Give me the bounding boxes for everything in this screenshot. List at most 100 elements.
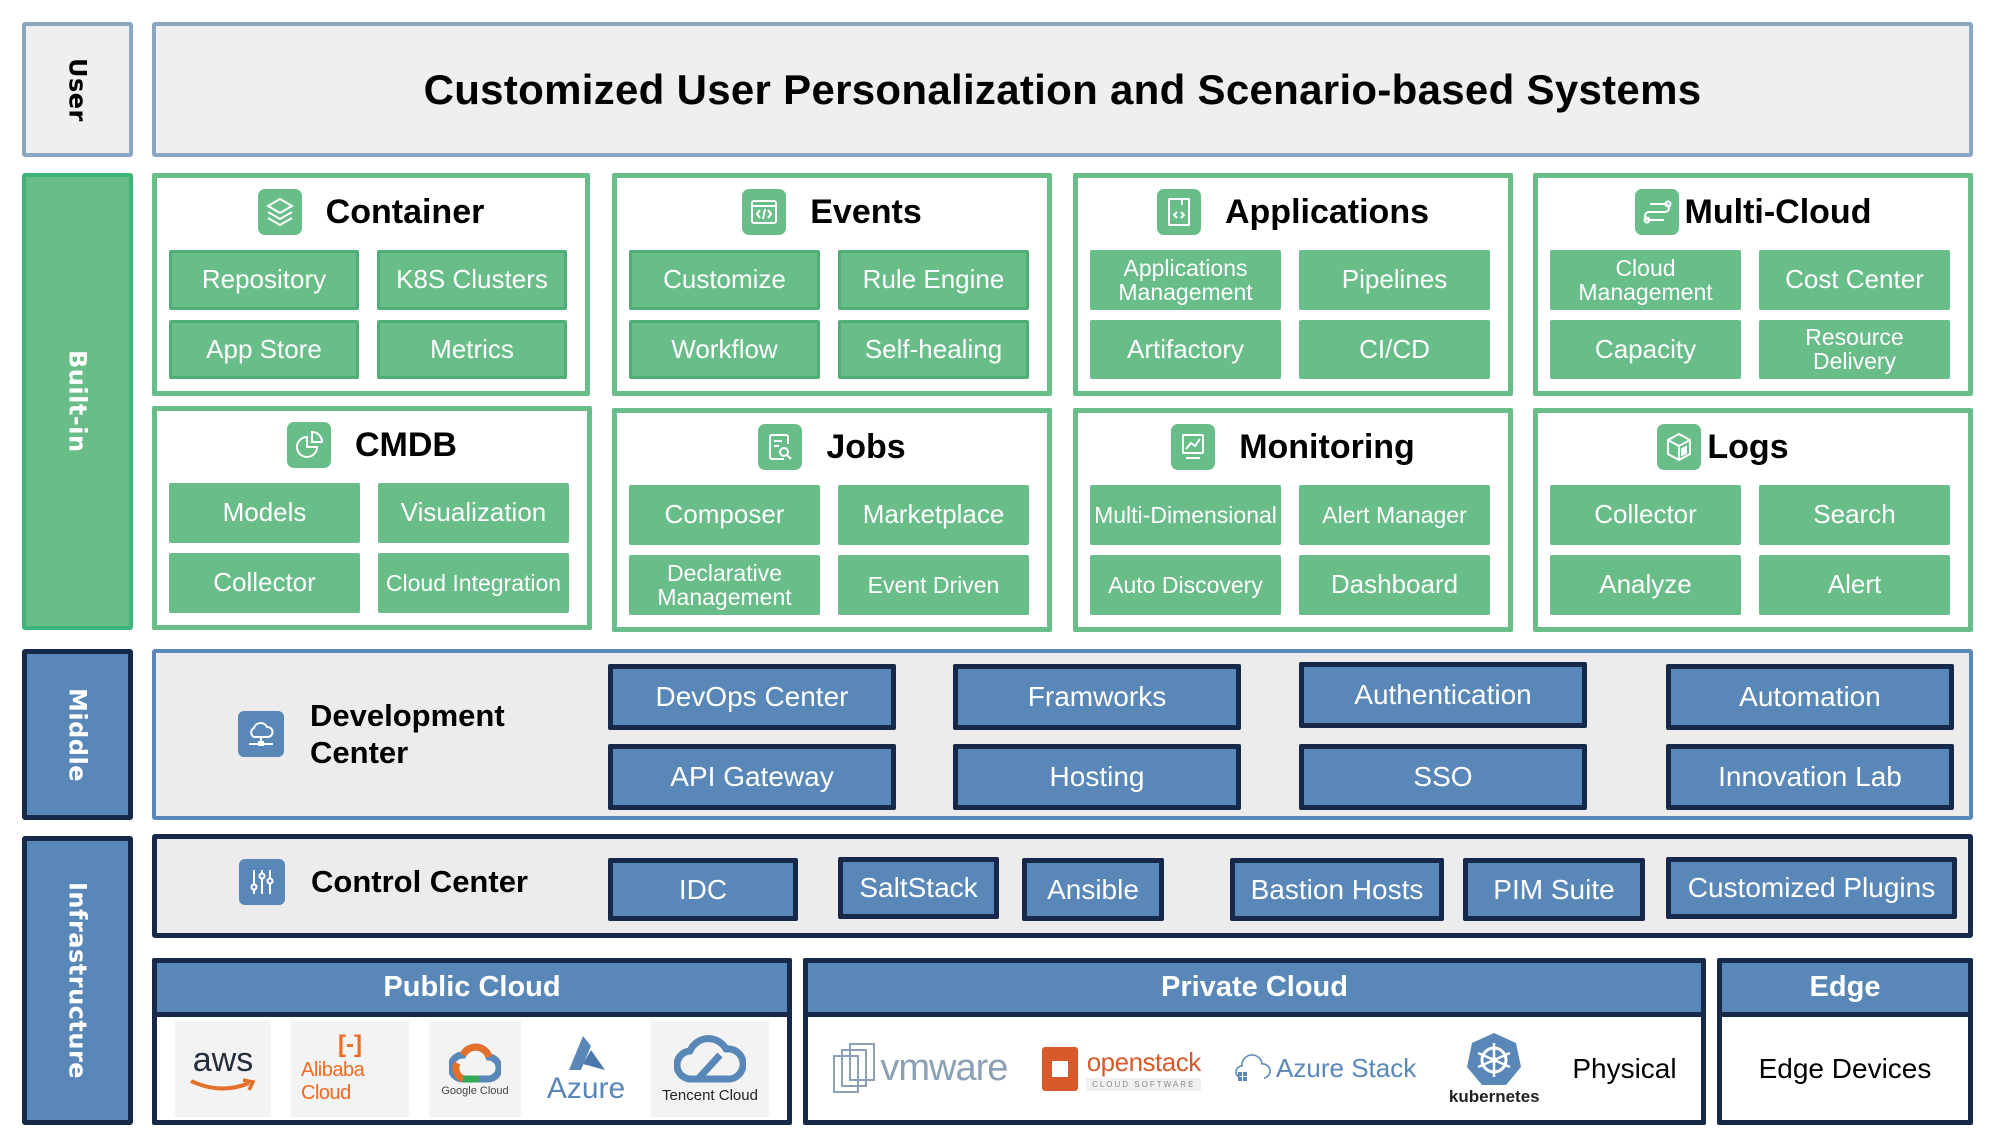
- module-item[interactable]: Cloud Integration: [378, 553, 569, 613]
- module-item[interactable]: Event Driven: [838, 555, 1029, 615]
- control-item-saltstack[interactable]: SaltStack: [838, 857, 999, 919]
- module-item[interactable]: Metrics: [377, 319, 567, 379]
- module-item[interactable]: Analyze: [1550, 555, 1741, 615]
- edge-body: Edge Devices: [1722, 1017, 1968, 1120]
- vmware-text: vmware: [880, 1047, 1008, 1089]
- control-item-ansible[interactable]: Ansible: [1022, 858, 1164, 921]
- module-items: Cloud Management Cost Center Capacity Re…: [1550, 250, 1950, 379]
- control-item-customized-plugins[interactable]: Customized Plugins: [1666, 857, 1957, 919]
- module-header: Logs: [1478, 421, 1968, 473]
- dev-item-hosting[interactable]: Hosting: [953, 744, 1241, 810]
- module-container: Container Repository K8S Clusters App St…: [152, 173, 590, 396]
- module-item[interactable]: Alert Manager: [1299, 485, 1490, 545]
- layer-label-user: User: [22, 22, 133, 157]
- tencent-cloud-icon: [674, 1035, 746, 1083]
- diagram-title: Customized User Personalization and Scen…: [423, 65, 1702, 113]
- module-items: Applications Management Pipelines Artifa…: [1090, 250, 1490, 379]
- module-title: CMDB: [355, 425, 457, 464]
- module-item[interactable]: K8S Clusters: [377, 250, 567, 310]
- google-cloud-text: Google Cloud: [441, 1084, 509, 1097]
- dev-item-api-gateway[interactable]: API Gateway: [608, 744, 896, 810]
- alibaba-cloud-text: Alibaba Cloud: [301, 1058, 365, 1104]
- module-item[interactable]: Dashboard: [1299, 555, 1490, 615]
- module-item[interactable]: CI/CD: [1299, 319, 1490, 379]
- module-title: Events: [810, 192, 922, 231]
- control-item-pim-suite[interactable]: PIM Suite: [1463, 858, 1645, 921]
- module-title: Applications: [1224, 192, 1430, 231]
- module-item[interactable]: Self-healing: [838, 319, 1029, 379]
- sliders-icon: [239, 859, 285, 905]
- dev-item-automation[interactable]: Automation: [1666, 664, 1954, 730]
- module-item[interactable]: Pipelines: [1299, 250, 1490, 310]
- development-center-title-line1: Development: [310, 698, 505, 733]
- private-cloud-header: Private Cloud: [808, 963, 1701, 1017]
- public-cloud-header: Public Cloud: [157, 963, 787, 1017]
- module-item[interactable]: Capacity: [1550, 319, 1741, 379]
- development-center-title: Development Center: [310, 697, 505, 771]
- module-item[interactable]: App Store: [169, 319, 359, 379]
- private-cloud-logos: vmware openstack CLOUD SOFTWARE Azure St…: [808, 1017, 1701, 1120]
- module-item[interactable]: Artifactory: [1090, 319, 1281, 379]
- control-item-idc[interactable]: IDC: [608, 858, 798, 921]
- module-item[interactable]: Models: [169, 483, 360, 543]
- route-icon: [1634, 189, 1679, 235]
- alibaba-cloud-logo: [‑] Alibaba Cloud: [291, 1020, 409, 1117]
- openstack-subtitle: CLOUD SOFTWARE: [1086, 1077, 1202, 1091]
- azure-stack-logo: Azure Stack: [1234, 1053, 1416, 1084]
- module-monitoring: Monitoring Multi-Dimensional Alert Manag…: [1073, 408, 1513, 632]
- azure-logo: Azure: [541, 1034, 631, 1104]
- development-center-title-line2: Center: [310, 735, 409, 771]
- module-item[interactable]: Resource Delivery: [1759, 319, 1950, 379]
- module-item[interactable]: Cloud Management: [1550, 250, 1741, 310]
- dev-item-devops-center[interactable]: DevOps Center: [608, 664, 896, 730]
- module-title: Container: [325, 192, 485, 231]
- development-center-header: Development Center: [238, 697, 505, 771]
- module-header: Applications: [1078, 186, 1508, 238]
- module-item[interactable]: Collector: [1550, 485, 1741, 545]
- dev-item-frameworks[interactable]: Framworks: [953, 664, 1241, 730]
- module-item[interactable]: Cost Center: [1759, 250, 1950, 310]
- azure-stack-text: Azure Stack: [1276, 1053, 1417, 1083]
- dev-item-sso[interactable]: SSO: [1299, 744, 1587, 810]
- control-center-title: Control Center: [311, 864, 528, 900]
- module-events: Events Customize Rule Engine Workflow Se…: [612, 173, 1052, 396]
- module-header: Events: [617, 186, 1047, 238]
- control-item-bastion-hosts[interactable]: Bastion Hosts: [1230, 858, 1444, 921]
- edge-header: Edge: [1722, 963, 1968, 1017]
- module-item[interactable]: Multi-Dimensional: [1090, 485, 1281, 545]
- edge-devices-label: Edge Devices: [1758, 1052, 1932, 1084]
- layer-label-builtin-text: Built-in: [63, 350, 92, 453]
- document-search-icon: [758, 424, 803, 470]
- azure-text: Azure: [546, 1071, 626, 1105]
- module-item[interactable]: Rule Engine: [838, 250, 1029, 310]
- kubernetes-icon: [1467, 1032, 1522, 1085]
- module-item[interactable]: Visualization: [378, 483, 569, 543]
- module-item[interactable]: Auto Discovery: [1090, 555, 1281, 615]
- module-header: Monitoring: [1078, 421, 1508, 473]
- module-item[interactable]: Applications Management: [1090, 250, 1281, 310]
- dev-item-innovation-lab[interactable]: Innovation Lab: [1666, 744, 1954, 810]
- module-items: Models Visualization Collector Cloud Int…: [169, 483, 569, 613]
- layer-label-middle: Middle: [22, 649, 133, 820]
- openstack-text: openstack: [1086, 1046, 1202, 1077]
- module-item[interactable]: Collector: [169, 553, 360, 613]
- module-jobs: Jobs Composer Marketplace Declarative Ma…: [612, 408, 1052, 632]
- module-title: Logs: [1707, 427, 1789, 466]
- module-item[interactable]: Repository: [169, 250, 359, 310]
- module-item[interactable]: Customize: [629, 250, 820, 310]
- openstack-logo: openstack CLOUD SOFTWARE: [1040, 1045, 1202, 1093]
- user-layer-title-box: Customized User Personalization and Scen…: [152, 22, 1973, 157]
- module-logs: Logs Collector Search Analyze Alert: [1533, 408, 1973, 632]
- google-cloud-icon: [449, 1043, 501, 1083]
- aws-logo-text: aws: [192, 1040, 254, 1079]
- module-item[interactable]: Composer: [629, 485, 820, 545]
- module-item[interactable]: Marketplace: [838, 485, 1029, 545]
- pie-chart-icon: [287, 422, 331, 468]
- module-item[interactable]: Alert: [1759, 555, 1950, 615]
- module-items: Repository K8S Clusters App Store Metric…: [169, 250, 567, 379]
- dev-item-authentication[interactable]: Authentication: [1299, 662, 1587, 728]
- module-item[interactable]: Search: [1759, 485, 1950, 545]
- module-item[interactable]: Declarative Management: [629, 555, 820, 615]
- module-item[interactable]: Workflow: [629, 319, 820, 379]
- code-window-icon: [742, 189, 787, 235]
